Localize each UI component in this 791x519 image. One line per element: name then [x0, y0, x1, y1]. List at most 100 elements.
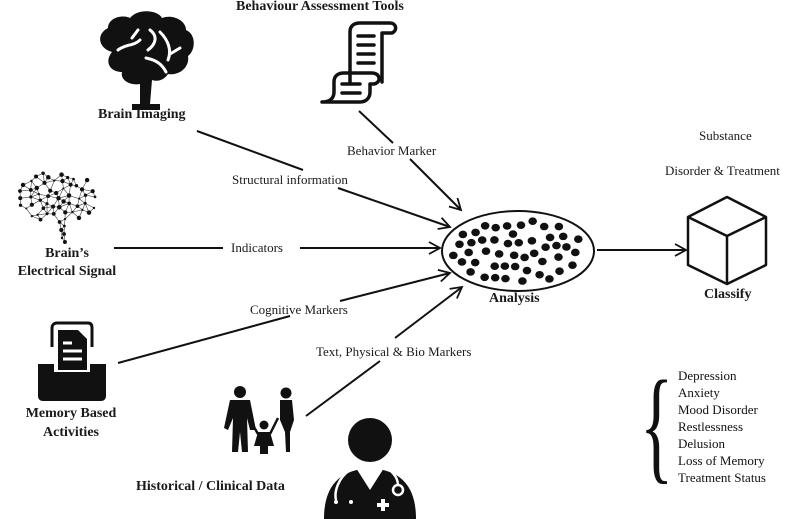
cluster-dot	[508, 230, 518, 238]
cluster-dot	[555, 267, 564, 275]
cluster-dot	[568, 261, 577, 270]
behaviour-tools-label: Behaviour Assessment Tools	[236, 0, 404, 14]
cluster-dot	[529, 249, 539, 258]
network-node	[84, 177, 90, 183]
network-node	[62, 187, 65, 190]
cluster-dot	[552, 241, 561, 250]
memory-activities-label: Memory Based Activities	[16, 404, 126, 442]
classify-label: Classify	[704, 287, 752, 302]
condition-item: Delusion	[678, 436, 725, 451]
network-node	[18, 196, 23, 201]
network-node	[60, 236, 64, 240]
connector-cognitive	[117, 269, 452, 364]
indicators-label: Indicators	[231, 240, 283, 255]
network-node	[71, 210, 74, 214]
cluster-dot	[481, 247, 491, 255]
network-edge	[85, 202, 95, 209]
network-node	[51, 212, 56, 216]
network-node	[46, 175, 51, 180]
scroll-icon	[320, 21, 398, 104]
network-brain-icon	[18, 171, 97, 244]
cluster-dot	[464, 248, 473, 257]
cluster-dot	[541, 243, 550, 251]
network-edge	[72, 209, 83, 213]
cluster-dot	[467, 238, 476, 247]
cluster-dot	[571, 248, 580, 257]
network-node	[66, 193, 72, 198]
family-icon	[224, 386, 294, 454]
network-node	[48, 188, 53, 193]
text-markers-label: Text, Physical & Bio Markers	[316, 344, 472, 359]
connector-text-markers	[305, 285, 464, 417]
network-node	[37, 192, 41, 196]
network-node	[34, 185, 40, 191]
network-node	[18, 189, 22, 193]
network-node	[59, 227, 64, 233]
cluster-dot	[545, 233, 555, 242]
network-node	[46, 194, 51, 199]
data-cluster-icon	[441, 210, 595, 292]
cluster-dot	[527, 237, 537, 245]
cluster-dot	[490, 273, 500, 282]
cluster-dot	[500, 262, 510, 270]
connector-behavior	[358, 110, 463, 212]
network-node	[29, 195, 33, 199]
network-node	[62, 232, 66, 236]
network-node	[63, 210, 68, 215]
doctor-icon	[324, 418, 416, 519]
condition-item: Mood Disorder	[678, 402, 758, 417]
network-node	[56, 195, 61, 201]
network-node	[29, 202, 34, 207]
cluster-dot	[480, 221, 490, 230]
cluster-dot	[490, 262, 500, 270]
historical-data-label: Historical / Clinical Data	[136, 479, 285, 494]
cluster-dot	[554, 253, 563, 261]
conditions-list: Depression Anxiety Mood Disorder Restles…	[678, 367, 766, 486]
cluster-dot	[449, 251, 458, 260]
network-node	[78, 197, 81, 200]
network-node	[57, 204, 62, 210]
cluster-dot	[480, 273, 489, 282]
network-node	[18, 203, 23, 207]
electrical-signal-label: Brain’s Electrical Signal	[12, 245, 122, 281]
cluster-dot	[502, 222, 512, 230]
network-node	[66, 175, 70, 180]
condition-item: Loss of Memory	[678, 453, 765, 468]
analysis-label: Analysis	[489, 291, 540, 306]
cube-icon	[686, 195, 768, 286]
cluster-dot	[516, 221, 526, 229]
network-edge	[64, 211, 73, 220]
network-node	[76, 215, 82, 221]
cluster-dot	[574, 235, 583, 244]
brain-imaging-label: Brain Imaging	[98, 107, 186, 122]
cluster-dot	[514, 238, 524, 247]
cluster-dot	[458, 230, 468, 239]
network-node	[45, 212, 49, 216]
memory-line1: Memory Based	[25, 406, 117, 421]
network-node	[51, 204, 56, 209]
network-node	[83, 193, 88, 197]
cluster-dot	[509, 251, 519, 260]
cluster-dot	[538, 257, 547, 266]
network-node	[60, 178, 65, 184]
cluster-dot	[535, 270, 544, 279]
network-node	[36, 213, 39, 216]
cluster-dot	[471, 228, 480, 237]
cluster-dot	[491, 223, 500, 232]
disorder-treatment-label: Disorder & Treatment	[665, 163, 780, 178]
cluster-dot	[510, 262, 520, 271]
network-edge	[30, 196, 41, 201]
network-node	[41, 206, 46, 210]
condition-item: Treatment Status	[678, 470, 766, 485]
cluster-dot	[528, 217, 537, 226]
cluster-dot	[503, 239, 513, 248]
behavior-marker-label: Behavior Marker	[347, 143, 437, 158]
network-node	[75, 204, 80, 209]
network-node	[63, 224, 66, 228]
cluster-dot	[470, 258, 480, 267]
network-edge	[26, 208, 33, 217]
network-node	[38, 198, 42, 202]
network-node	[45, 202, 49, 206]
network-node	[93, 195, 97, 199]
